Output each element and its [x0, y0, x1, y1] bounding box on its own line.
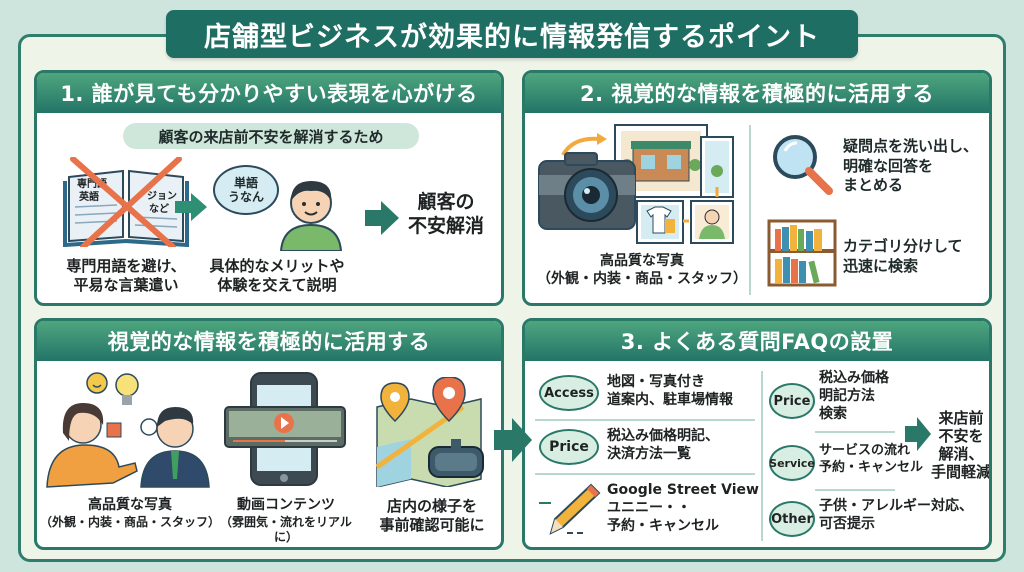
faq-text: 税込み価格明記方法検索 — [819, 370, 889, 423]
book-text: 英語 — [78, 190, 99, 203]
arrow-right-icon — [175, 193, 207, 221]
bookshelf-text: カテゴリ分けして迅速に検索 — [843, 237, 963, 275]
divider — [761, 371, 763, 541]
map-caption: 店内の様子を事前確認可能に — [379, 497, 485, 534]
faq-tag-price: Price — [539, 429, 599, 465]
panel-header: 3. よくある質問FAQの設置 — [525, 321, 989, 361]
magnifier-text: 疑問点を洗い出し、明確な回答をまとめる — [843, 137, 979, 194]
camera-photos-icon — [538, 124, 734, 244]
video-phone-icon — [224, 372, 346, 486]
bookshelf-icon — [767, 219, 837, 287]
panel-header: 視覚的な情報を積極的に活用する — [37, 321, 501, 361]
subtitle-pill: 顧客の来店前不安を解消するため — [123, 123, 419, 149]
person-icon — [279, 181, 343, 251]
arrow-right-icon — [905, 417, 931, 451]
panel-visual-info-2: 視覚的な情報を積極的に活用する 高品質な写真（外観・内装・商品・スタッフ） 動画… — [34, 318, 504, 550]
magnifier-icon — [773, 135, 833, 195]
divider — [815, 431, 895, 433]
map-vr-icon — [375, 377, 484, 487]
divider — [535, 473, 755, 475]
faq-text: サービスの流れ予約・キャンセル — [819, 443, 924, 475]
book-text: など — [149, 202, 169, 215]
pencil-icon — [539, 483, 601, 535]
faq-tag-service: Service — [769, 445, 815, 481]
result-text: 顧客の不安解消 — [407, 191, 484, 237]
faq-text: 子供・アレルギー対応、可否提示 — [819, 498, 973, 533]
faq-text: 税込み価格明記、決済方法一覧 — [607, 428, 719, 463]
consultation-icon — [46, 372, 210, 488]
panel-faq: 3. よくある質問FAQの設置 Access 地図・写真付き道案内、駐車場情報 … — [522, 318, 992, 550]
arrow-right-icon — [365, 201, 399, 235]
speech-bubble-icon: 単語うなん — [213, 165, 279, 215]
video-caption: 動画コンテンツ（雰囲気・流れをリアルに） — [220, 497, 352, 544]
book-text: ジョン — [147, 190, 177, 202]
photo-caption: 高品質な写真（外観・内装・商品・スタッフ） — [537, 253, 747, 287]
book-caption: 専門用語を避け、平易な言葉遣い — [66, 257, 186, 294]
faq-tag-access: Access — [539, 375, 599, 411]
panel-clear-expression: 1. 誰が見ても分かりやすい表現を心がける 顧客の来店前不安を解消するため 専門… — [34, 70, 504, 306]
faq-text: 地図・写真付き道案内、駐車場情報 — [607, 374, 733, 409]
consultation-caption: 高品質な写真（外観・内装・商品・スタッフ） — [39, 497, 220, 529]
faq-tag-price: Price — [769, 383, 815, 419]
arrow-right-icon — [494, 418, 532, 462]
divider — [535, 419, 755, 421]
panel-visual-info: 2. 視覚的な情報を積極的に活用する — [522, 70, 992, 306]
panel-header: 1. 誰が見ても分かりやすい表現を心がける — [37, 73, 501, 113]
faq-tag-other: Other — [769, 501, 815, 537]
main-title: 店舗型ビジネスが効果的に情報発信するポイント — [166, 10, 858, 58]
divider — [749, 125, 751, 295]
divider — [815, 489, 895, 491]
person-caption: 具体的なメリットや体験を交えて説明 — [209, 257, 345, 294]
faq-result: 来店前不安を解消、手間軽減 — [930, 409, 991, 481]
panel-header: 2. 視覚的な情報を積極的に活用する — [525, 73, 989, 113]
crossed-book-icon: 専門語 英語 ジョン など — [63, 157, 189, 247]
